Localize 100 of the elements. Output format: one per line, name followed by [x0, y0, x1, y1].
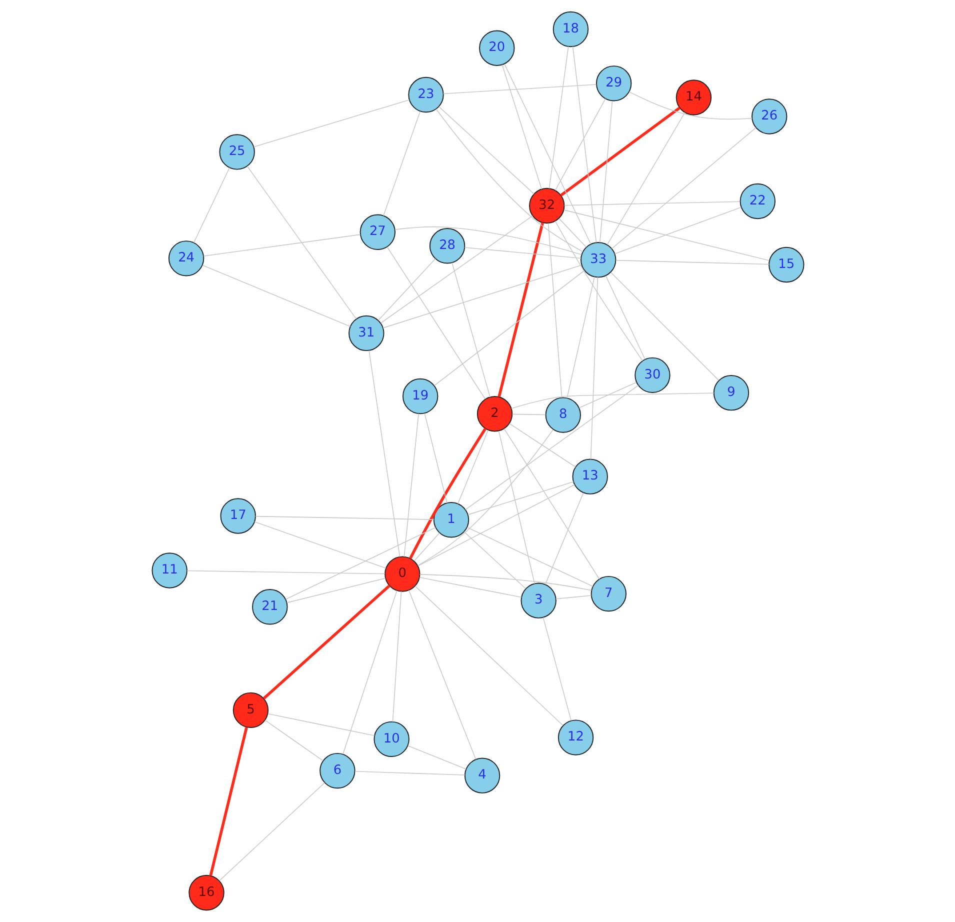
connector [560, 106, 680, 197]
connector [417, 484, 575, 566]
connector [368, 350, 400, 558]
connector [438, 106, 534, 194]
connector [563, 210, 770, 261]
node-circle: 11 [151, 552, 187, 588]
node-circle: 1 [432, 502, 469, 538]
connector [547, 222, 562, 398]
node-circle: 13 [572, 458, 608, 494]
connector [563, 201, 740, 206]
connector [614, 206, 742, 254]
connector [433, 270, 584, 386]
connector [598, 100, 612, 243]
node-circle: 0 [384, 556, 420, 592]
connector [246, 166, 356, 320]
connector [464, 247, 581, 259]
connector [424, 412, 447, 504]
connector [615, 260, 769, 265]
node-circle: 2 [476, 396, 512, 432]
connector [578, 382, 636, 408]
connector [497, 222, 544, 398]
connector [403, 413, 418, 558]
node-circle: 31 [348, 315, 384, 352]
connector [456, 430, 488, 504]
connector [382, 110, 420, 216]
connector [284, 527, 436, 600]
connector [392, 591, 402, 722]
connector [510, 392, 714, 409]
connector [414, 586, 563, 726]
connector [208, 727, 248, 876]
node-circle: 30 [634, 357, 670, 394]
connector [572, 46, 596, 243]
node-circle: 18 [552, 11, 588, 48]
connector [416, 429, 553, 566]
connector [451, 262, 490, 398]
node-circle: 21 [252, 589, 288, 625]
connector [544, 492, 584, 585]
connector [628, 91, 752, 120]
connector [558, 218, 586, 248]
node-circle: 33 [580, 242, 616, 278]
connector [606, 112, 685, 246]
node-circle: 19 [402, 378, 438, 414]
connector [554, 220, 642, 362]
node-circle: 25 [218, 134, 254, 170]
connector [418, 574, 592, 591]
connector [435, 108, 583, 252]
connector [503, 428, 600, 580]
connector [467, 481, 574, 516]
connector [610, 127, 756, 250]
node-circle: 9 [712, 375, 749, 411]
node-circle: 10 [373, 721, 409, 758]
connector [252, 99, 410, 148]
node-circle: 27 [359, 214, 396, 250]
connector [254, 521, 386, 569]
connector [286, 578, 386, 604]
node-circle: 14 [675, 80, 712, 116]
connector [418, 577, 522, 598]
node-circle: 6 [319, 752, 355, 789]
connector [511, 414, 546, 416]
connector [218, 782, 325, 881]
connector [466, 527, 593, 587]
node-circle: 5 [232, 692, 268, 728]
connector [377, 258, 436, 321]
connector [192, 167, 230, 244]
node-circle: 26 [751, 98, 787, 134]
node-circle: 22 [739, 183, 775, 220]
connector [408, 590, 476, 760]
connector [504, 64, 591, 244]
node-circle: 4 [464, 758, 500, 794]
connector [566, 276, 594, 398]
connector [548, 46, 568, 189]
connector [342, 590, 397, 754]
connector [394, 226, 582, 255]
connector [202, 264, 350, 327]
connector [508, 423, 576, 468]
node-circle: 3 [520, 582, 556, 618]
connector [590, 276, 598, 460]
connector [554, 98, 606, 191]
connector [267, 713, 374, 736]
connector [186, 570, 385, 574]
connector [407, 745, 466, 770]
node-circle: 28 [428, 228, 465, 264]
node-circle: 23 [408, 76, 444, 113]
connector [408, 428, 486, 560]
connector [254, 516, 434, 520]
connector [542, 616, 572, 721]
connector [604, 275, 645, 360]
node-circle: 32 [528, 188, 564, 224]
connector [498, 430, 535, 584]
connector [464, 384, 638, 510]
node-circle: 24 [168, 240, 204, 276]
node-circle: 17 [220, 498, 256, 534]
connector [413, 532, 440, 562]
connector [463, 531, 526, 590]
node-circle: 20 [478, 30, 514, 66]
node-circle: 7 [590, 576, 626, 612]
connector [442, 84, 596, 94]
node-circle: 12 [557, 720, 594, 756]
connector [380, 215, 532, 324]
node-circle: 16 [188, 874, 224, 911]
